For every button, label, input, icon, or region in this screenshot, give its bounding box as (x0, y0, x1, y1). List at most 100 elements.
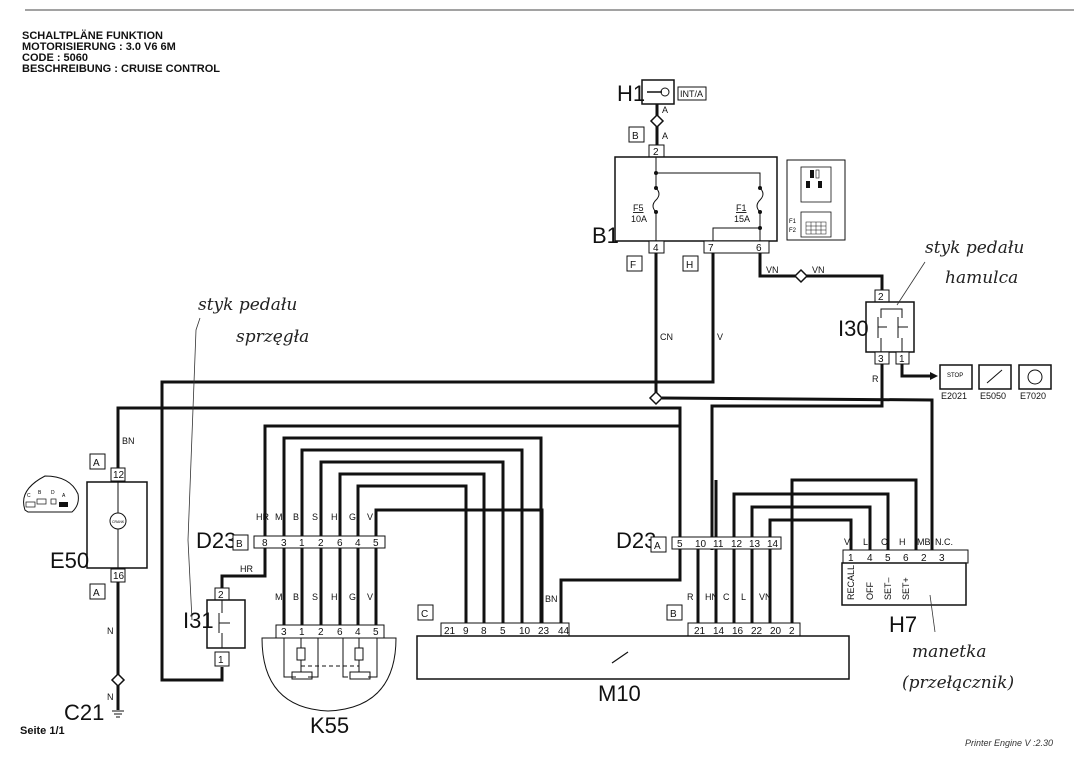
h7-pin: 6 (903, 553, 909, 564)
wire-r (710, 364, 884, 550)
m10-pin-c: 10 (519, 626, 531, 637)
h7-pin: 5 (885, 553, 891, 564)
wire-label: V (844, 537, 850, 547)
k55-pin: 4 (355, 627, 361, 638)
wire-label-hr: HR (240, 564, 253, 574)
note-lever-pointer (929, 594, 936, 633)
h7-box (841, 562, 967, 606)
i31-label: I31 (183, 608, 214, 633)
m10-pin-c: 9 (463, 626, 469, 637)
d23a-pin-strip (671, 536, 782, 550)
d23b-pin: 1 (299, 538, 305, 549)
wire-label: S (312, 512, 318, 522)
m10-conn-c: C (421, 609, 428, 620)
wire-brake-lights (900, 364, 930, 378)
h7-function-label: SET+ (901, 577, 911, 600)
d23b-pin: 4 (355, 538, 361, 549)
fuse-f1-label: F1 (736, 203, 747, 213)
h7-pin: 4 (867, 553, 873, 564)
b1-pin-2: 2 (653, 147, 659, 158)
wire-mb (661, 396, 934, 550)
i30-pin-1: 1 (899, 354, 905, 365)
switch-icon (218, 600, 230, 648)
fusebox-location-inset: F1 F2 (786, 159, 846, 241)
wire-label: V (367, 512, 373, 522)
wire-label: N.C. (935, 537, 953, 547)
i31-box (206, 599, 246, 649)
switch-icon (877, 308, 908, 352)
note-brake-line1: styk pedału (925, 238, 1024, 258)
component-e2021: STOP E2021 (939, 364, 973, 401)
note-clutch-line2: sprzęgła (236, 327, 309, 347)
h7-function-label: SET– (883, 577, 893, 600)
note-brake-pointer (896, 261, 926, 306)
h1-tag-box (677, 86, 707, 101)
wire-label: V (367, 592, 373, 602)
brake-warning-icon (1027, 369, 1043, 385)
wire-v (768, 518, 853, 550)
wire-label: M (275, 512, 283, 522)
wire-bn-e50 (116, 406, 682, 550)
d23a-pin: 13 (749, 539, 761, 550)
k55-pin: 1 (299, 627, 305, 638)
header-engine: MOTORISIERUNG : 3.0 V6 6M (22, 41, 176, 53)
e50-conn-a: A (93, 458, 100, 469)
m10-box (416, 635, 850, 680)
m10-pin-b: 21 (694, 626, 706, 637)
m10-label: M10 (598, 681, 641, 706)
note-clutch-line1: styk pedału (198, 295, 297, 315)
wire-label: S (312, 592, 318, 602)
wire-label-bn: BN (122, 436, 135, 446)
e50-label: E50 (50, 548, 89, 573)
wire-l (750, 505, 872, 550)
component-h1: H1 INT/A (617, 79, 707, 106)
splice-cn (648, 390, 664, 406)
plug-pin-c: C (27, 493, 31, 499)
wire-vn (758, 253, 884, 290)
plug-pin-b: B (38, 490, 42, 496)
i31-pin-2: 2 (218, 590, 224, 601)
wire-label: B (293, 592, 299, 602)
m10-pin-b: 22 (751, 626, 763, 637)
e50-conn-a: A (93, 588, 100, 599)
wire-c (732, 492, 890, 550)
wire-v (160, 253, 715, 682)
svg-text:F1: F1 (789, 219, 797, 225)
d23b-label: D23 (196, 528, 236, 553)
plug-pin-a: A (62, 493, 66, 499)
wire-label: H (331, 592, 338, 602)
splice-n (110, 672, 126, 688)
b1-pin-7: 7 (708, 243, 714, 254)
wire-label-a: A (662, 131, 668, 141)
m10-pin-c: 23 (538, 626, 550, 637)
wire-label-v: V (717, 332, 723, 342)
wire-loop (356, 484, 468, 623)
e7020-label: E7020 (1020, 391, 1046, 401)
m10-pin-c: 21 (444, 626, 456, 637)
i30-label: I30 (838, 316, 869, 341)
h7-pin: 3 (939, 553, 945, 564)
wire-loop (319, 460, 505, 623)
wire-label: G (349, 512, 356, 522)
b1-pin-6: 6 (756, 243, 762, 254)
stop-icon: STOP (947, 373, 963, 379)
note-clutch-pointer (187, 317, 201, 621)
note-lever-line1: manetka (912, 642, 987, 662)
wire-label: B (293, 512, 299, 522)
d23a-pin: 10 (695, 539, 707, 550)
d23a-pin: 11 (713, 539, 724, 550)
m10-pin-b: 2 (789, 626, 795, 637)
m10-pin-c: 8 (481, 626, 487, 637)
header-description: BESCHREIBUNG : CRUISE CONTROL (22, 63, 221, 75)
ground-icon (112, 710, 124, 718)
key-icon (647, 87, 670, 97)
m10-pin-b: 16 (732, 626, 744, 637)
wire-loop-v (374, 508, 544, 623)
wire-hr-loop (263, 424, 680, 536)
wire-bn-ecu (559, 548, 682, 623)
m10-pin-b: 20 (770, 626, 782, 637)
wire-label: M (275, 592, 283, 602)
